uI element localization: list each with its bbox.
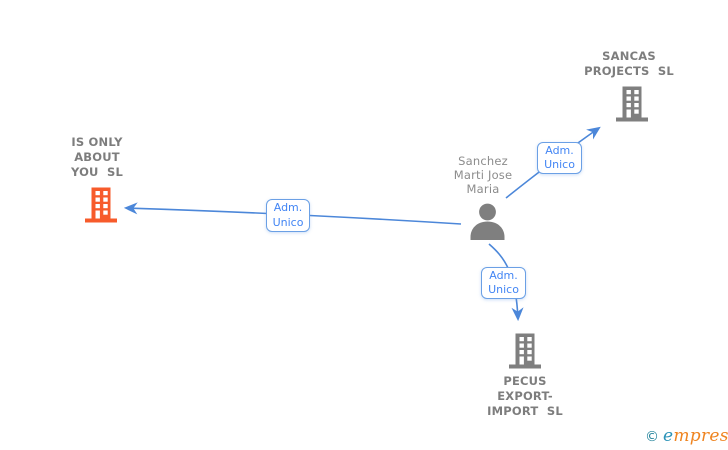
company-name-line: SANCAS xyxy=(602,49,656,63)
person-name-line: Marti Jose xyxy=(453,168,513,182)
edge-role-line: Unico xyxy=(272,215,304,229)
node-label-pecus-export-import-sl[interactable]: PECUS EXPORT- IMPORT SL xyxy=(465,374,585,419)
person-icon-sanchez-marti-jose-maria[interactable] xyxy=(467,203,508,244)
building-icon xyxy=(85,187,117,223)
edge-role-line: Unico xyxy=(488,283,519,296)
company-name-line: IMPORT SL xyxy=(487,404,563,418)
node-label-sanchez-marti-jose-maria[interactable]: Sanchez Marti Jose Maria xyxy=(423,154,543,196)
company-name-line: PROJECTS SL xyxy=(584,64,674,78)
person-name-line: Maria xyxy=(466,182,500,196)
company-name-line: IS ONLY xyxy=(71,135,123,149)
person-name-line: Sanchez xyxy=(458,154,508,168)
building-icon xyxy=(509,333,541,369)
edge-role-label-bottom: Adm. Unico xyxy=(481,267,526,299)
empresia-watermark-logo[interactable]: © empresia xyxy=(645,426,728,446)
company-name-line: ABOUT xyxy=(74,150,120,164)
company-building-icon-pecus-export-import-sl[interactable] xyxy=(508,333,542,373)
copyright-icon: © xyxy=(645,429,659,445)
brand-name: empresia xyxy=(663,426,728,446)
edge-role-label-topright: Adm. Unico xyxy=(537,142,582,174)
edge-role-label-left: Adm. Unico xyxy=(266,199,310,232)
company-name-line: EXPORT- xyxy=(497,389,553,403)
brand-first-letter: e xyxy=(663,426,674,446)
brand-rest: mpresia xyxy=(673,426,728,446)
node-label-is-only-about-you-sl[interactable]: IS ONLY ABOUT YOU SL xyxy=(37,135,157,180)
company-name-line: PECUS xyxy=(503,374,547,388)
edge-role-line: Unico xyxy=(544,158,575,171)
edge-role-line: Adm. xyxy=(545,143,574,157)
company-building-icon-is-only-about-you-sl[interactable] xyxy=(84,187,118,227)
edge-role-line: Adm. xyxy=(489,268,518,282)
person-icon xyxy=(470,203,505,240)
edge-role-line: Adm. xyxy=(273,201,303,214)
building-icon xyxy=(616,86,648,122)
node-label-sancas-projects-sl[interactable]: SANCAS PROJECTS SL xyxy=(569,49,689,79)
company-building-icon-sancas-projects-sl[interactable] xyxy=(615,86,649,126)
company-name-line: YOU SL xyxy=(70,165,124,179)
